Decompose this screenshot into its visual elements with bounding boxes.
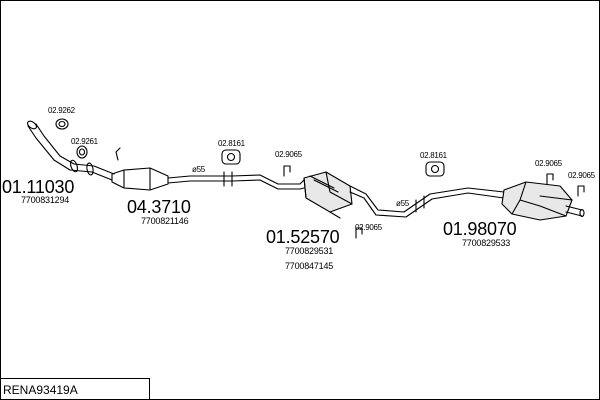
pipe-diameter-1: ø55 — [192, 165, 205, 174]
accessory-code-clamp: 02.9261 — [71, 137, 98, 146]
clamp-drawing — [76, 145, 88, 159]
accessory-code-gasket: 02.9262 — [48, 106, 75, 115]
oem-number-rear-muffler: 7700829533 — [462, 238, 511, 248]
accessory-code-rubber-mount: 02.8161 — [218, 139, 245, 148]
oem-number-center-muffler-alt: 7700847145 — [285, 261, 334, 271]
rubber-mount-2-drawing — [425, 161, 445, 177]
pipe-diameter-2: ø55 — [396, 199, 409, 208]
gasket-drawing — [55, 118, 69, 130]
part-code-rear-muffler: 01.98070 — [443, 219, 517, 239]
part-code-front-pipe: 01.11030 — [2, 177, 75, 197]
diagram-reference-label: RENA93419A — [0, 378, 150, 399]
accessory-code-hanger-2: 02.9065 — [355, 223, 382, 232]
catalytic-converter-drawing — [111, 147, 233, 191]
front-pipe-drawing — [27, 120, 115, 181]
hanger-4-drawing — [577, 185, 585, 197]
part-code-catalytic-converter: 04.3710 — [127, 197, 191, 217]
hanger-2-drawing — [355, 227, 363, 239]
hanger-drawing — [283, 165, 291, 177]
rear-muffler-drawing — [501, 181, 585, 221]
accessory-code-rubber-mount-2: 02.8161 — [420, 151, 447, 160]
accessory-code-hanger-4: 02.9065 — [568, 171, 595, 180]
center-muffler-drawing — [303, 171, 353, 219]
rubber-mount-drawing — [221, 149, 241, 165]
hanger-3-drawing — [546, 173, 554, 185]
accessory-code-hanger: 02.9065 — [275, 150, 302, 159]
oem-number-front-pipe: 7700831294 — [21, 195, 70, 205]
oem-number-catalytic-converter: 7700821146 — [141, 216, 189, 226]
rear-pipe-drawing — [349, 185, 505, 218]
oem-number-center-muffler: 7700829531 — [285, 246, 334, 256]
intermediate-pipe-drawing — [223, 171, 305, 190]
accessory-code-hanger-3: 02.9065 — [535, 159, 562, 168]
part-code-center-muffler: 01.52570 — [266, 227, 340, 247]
